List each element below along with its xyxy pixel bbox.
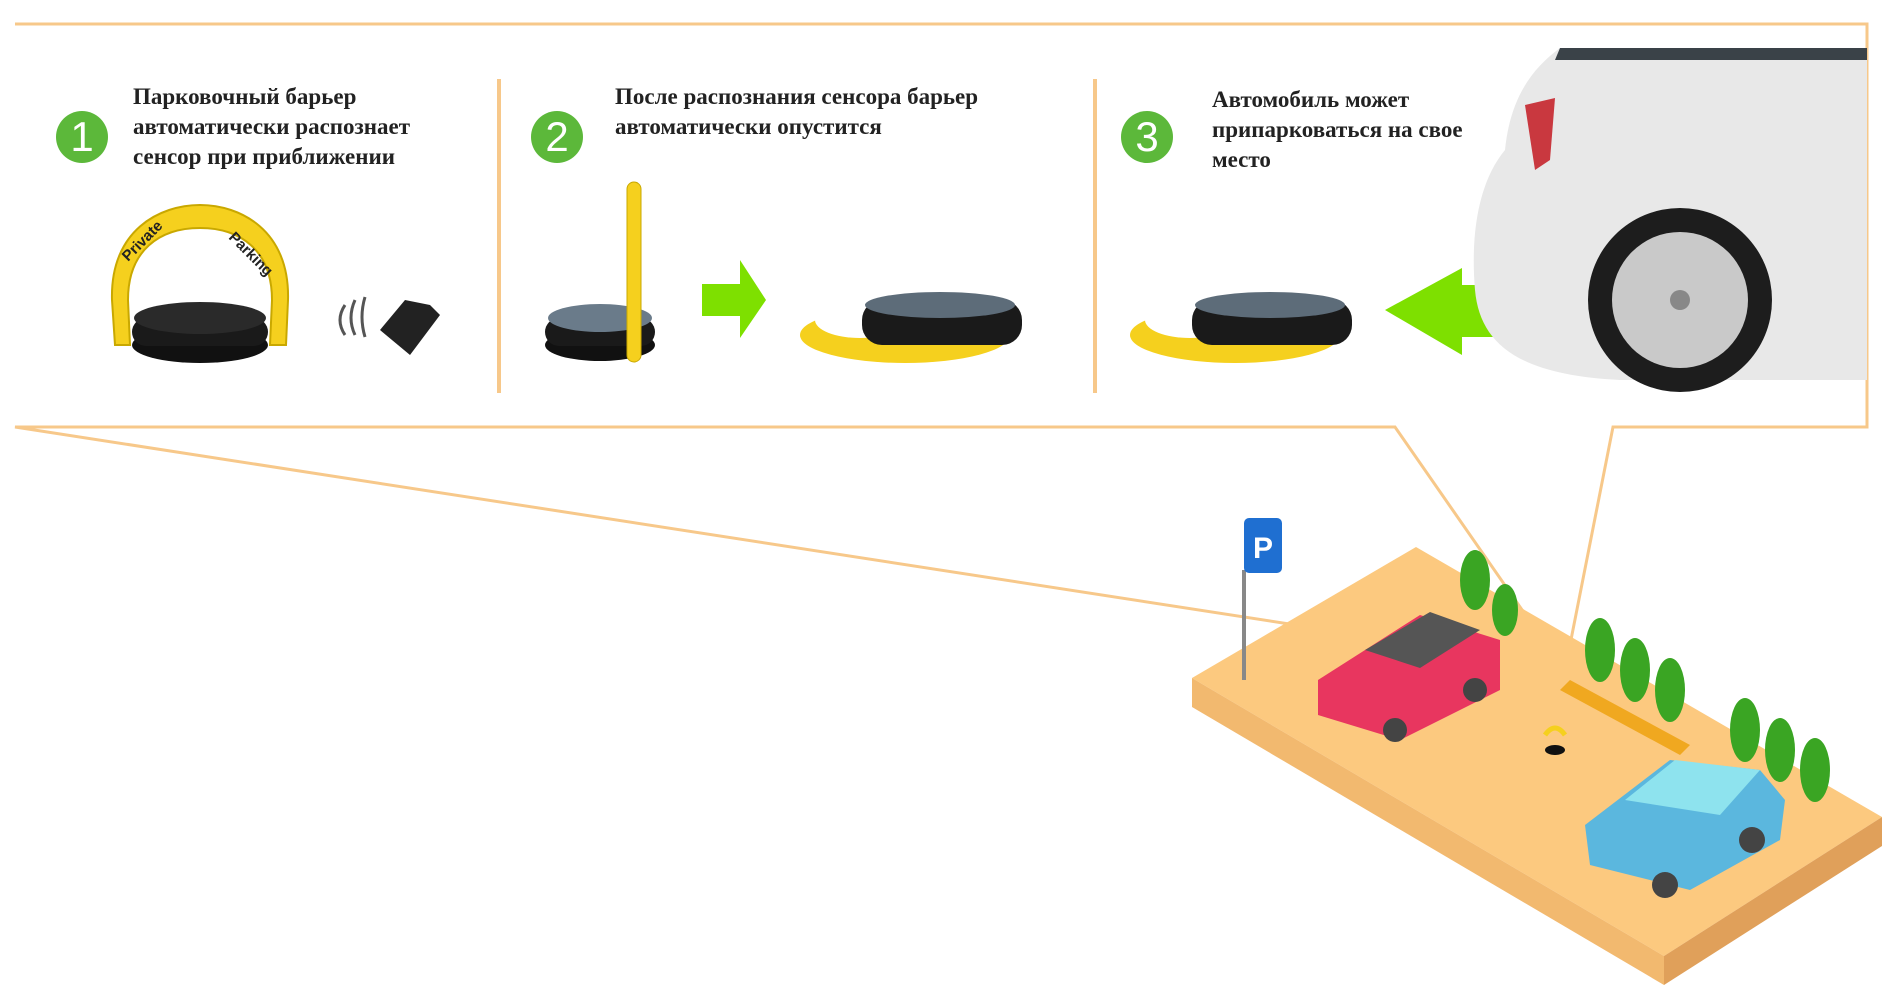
remote-sensor-image [338,296,440,355]
white-car-image [1473,48,1867,392]
barrier-lowered-image-2 [1130,292,1352,363]
parking-barrier-small [1542,725,1568,755]
callout-frame [14,22,1869,669]
parking-sign [1244,518,1282,573]
barrier-raised-image: Private Parking [110,203,290,363]
step-2-number-badge: 2 [531,111,583,163]
step-1-number-badge: 1 [56,111,108,163]
blue-car [1585,760,1785,898]
arrow-right-icon [702,260,766,338]
step-1-text: Парковочный барьер автоматически распозн… [133,84,411,169]
parking-lot-illustration: P [1192,518,1882,985]
parking-sign-letter: P [1253,532,1273,565]
step-2-text: После распознания сенсора барьер автомат… [615,84,979,139]
red-car [1318,612,1500,742]
step-3-text: Автомобиль может припарковаться на свое … [1212,87,1463,172]
barrier-lowering-image [545,181,655,363]
step-3-number-badge: 3 [1121,111,1173,163]
barrier-lowered-image [800,292,1022,363]
